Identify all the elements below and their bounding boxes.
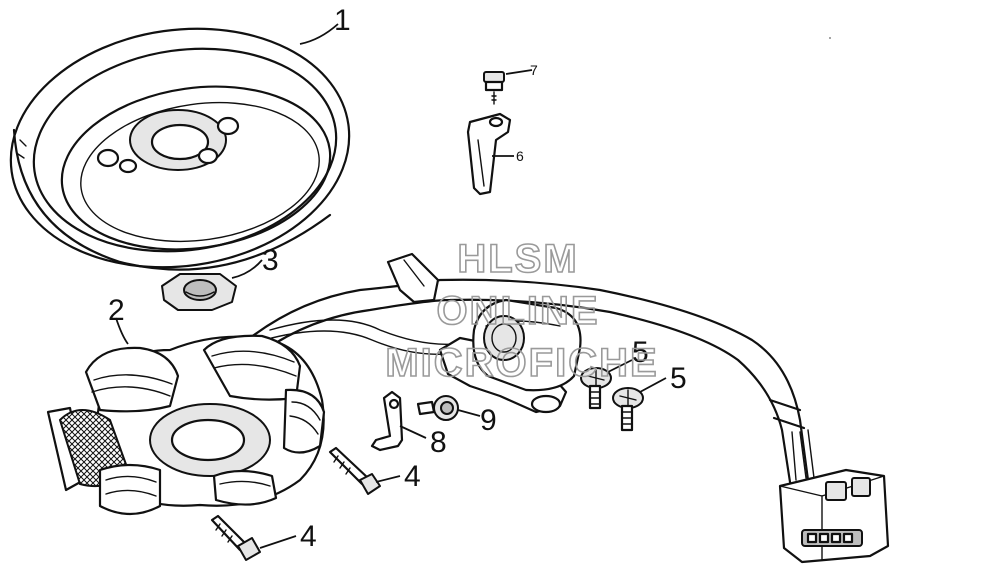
callout-5b: 5 [670, 362, 687, 395]
watermark-line-3: MICROFICHE [385, 341, 658, 385]
callout-3: 3 [262, 244, 279, 277]
callout-1: 1 [334, 4, 351, 37]
clamp-8-part [370, 390, 404, 452]
screw-5b-part [612, 387, 644, 432]
watermark-line-1: HLSM [457, 237, 578, 281]
callout-4a: 4 [404, 460, 421, 493]
wiring-harness [248, 252, 815, 484]
flywheel-part [9, 27, 351, 271]
callout-6: 6 [516, 148, 524, 164]
callout-5a: 5 [632, 336, 649, 369]
stator-part [46, 334, 326, 516]
callout-4b: 4 [300, 520, 317, 553]
flywheel-nut-part [161, 273, 237, 311]
pulser-coil-part [438, 298, 582, 414]
watermark-line-2: ONLINE [436, 289, 599, 333]
screw-5a-part [580, 367, 612, 410]
callout-2: 2 [108, 294, 125, 327]
screw-9-part [416, 395, 459, 421]
bolt-4b-part [210, 514, 261, 561]
callout-7: 7 [530, 62, 538, 78]
connector-part [778, 468, 890, 564]
watermark: HLSM ONLINE MICROFICHE [385, 236, 658, 386]
speck [829, 37, 831, 39]
bracket-6-part [466, 112, 512, 196]
bolt-4a-part [328, 446, 381, 495]
bolt-7-part [483, 71, 505, 105]
callout-8: 8 [430, 426, 447, 459]
callout-9: 9 [480, 404, 497, 437]
leader-lines [115, 23, 667, 549]
